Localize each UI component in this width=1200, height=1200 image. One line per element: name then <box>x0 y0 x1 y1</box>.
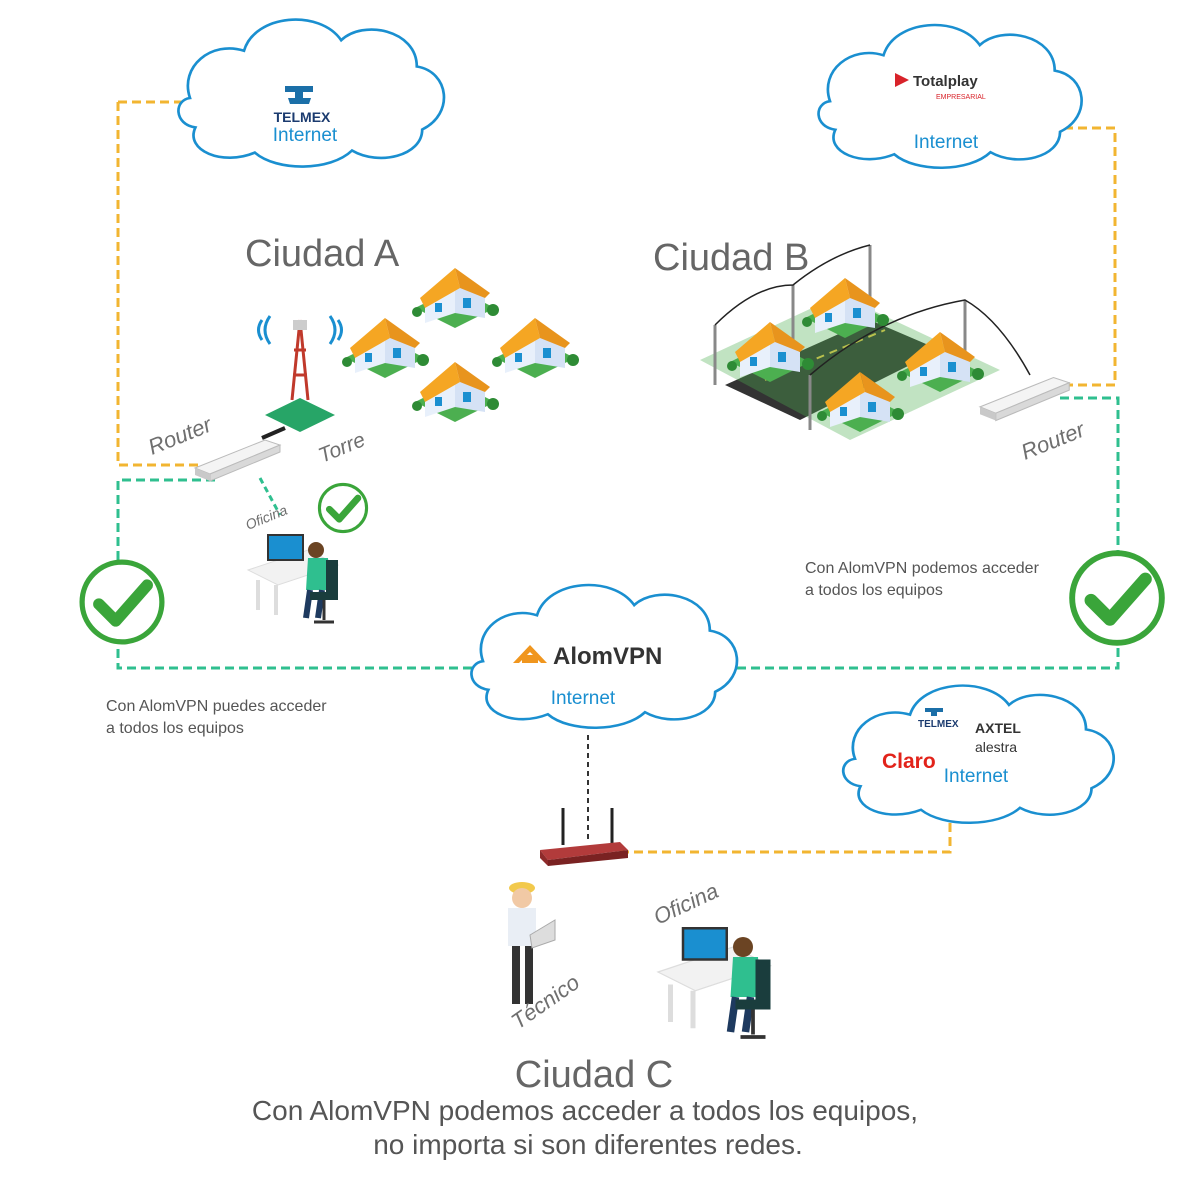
cloud-telmex-brand: TELMEX <box>274 109 331 125</box>
oficina-ciudad-a <box>248 535 338 622</box>
oficina-label-ciudad-c: Oficina <box>650 878 723 930</box>
router-ciudad-a <box>194 439 281 482</box>
ciudad-a-title: Ciudad A <box>245 233 400 275</box>
note-right-line1: Con AlomVPN podemos acceder <box>805 560 1040 577</box>
cloud-totalplay-label: Internet <box>914 132 979 153</box>
telmex-small-logo-icon <box>925 708 943 716</box>
oficina-label-ciudad-a: Oficina <box>243 502 290 533</box>
check-oficina-a-icon <box>319 484 366 531</box>
bottom-line1: Con AlomVPN podemos acceder a todos los … <box>252 1095 918 1126</box>
torre-icon <box>257 315 343 432</box>
cloud-multi-alestra: alestra <box>975 739 1017 755</box>
power-lines-icon <box>713 244 1031 430</box>
torre-cable <box>261 426 286 440</box>
vpn-link-ciudad-b <box>712 396 1120 670</box>
wan-link-ciudad-c <box>620 818 952 854</box>
bottom-line2: no importa si son diferentes redes. <box>373 1129 803 1160</box>
note-left-line1: Con AlomVPN puedes acceder <box>106 698 327 715</box>
cloud-totalplay-sub: EMPRESARIAL <box>936 94 986 101</box>
wan-link-ciudad-b <box>1050 126 1117 387</box>
vpn-link-oficina-a <box>258 477 282 516</box>
router-ciudad-c <box>540 808 628 866</box>
cloud-telmex-label: Internet <box>273 125 338 146</box>
oficina-ciudad-c <box>658 928 771 1037</box>
router-label-ciudad-a: Router <box>145 411 217 460</box>
cloud-alomvpn-label: Internet <box>551 688 616 709</box>
cloud-multi-axtel: AXTEL <box>975 720 1021 736</box>
check-right-icon <box>1072 553 1162 643</box>
telmex-logo-icon <box>285 86 313 104</box>
note-right-line2: a todos los equipos <box>805 582 943 599</box>
houses-ciudad-a <box>342 268 579 422</box>
cloud-alomvpn-brand: AlomVPN <box>553 643 662 670</box>
check-left-icon <box>82 562 162 642</box>
note-left-line2: a todos los equipos <box>106 720 244 737</box>
cloud-multi-label: Internet <box>944 766 1009 787</box>
router-ciudad-b <box>979 376 1070 422</box>
cloud-multi-isp: TELMEX AXTEL alestra Claro Internet <box>841 684 1116 825</box>
router-label-ciudad-b: Router <box>1018 416 1090 465</box>
cloud-telmex: TELMEX Internet <box>177 18 446 168</box>
tecnico-icon <box>508 882 556 1004</box>
cloud-totalplay: Totalplay EMPRESARIAL Internet <box>817 23 1083 170</box>
torre-label: Torre <box>315 428 368 467</box>
wan-link-ciudad-a <box>116 102 200 467</box>
cloud-multi-claro: Claro <box>882 750 936 773</box>
cloud-alomvpn: AlomVPN Internet <box>470 583 739 730</box>
ciudad-b-title: Ciudad B <box>653 237 809 279</box>
ciudad-c-title: Ciudad C <box>515 1054 673 1096</box>
cloud-totalplay-brand: Totalplay <box>913 73 978 90</box>
alomvpn-logo-icon <box>513 645 547 663</box>
totalplay-logo-icon <box>895 73 909 87</box>
cloud-multi-telmex: TELMEX <box>918 719 959 730</box>
